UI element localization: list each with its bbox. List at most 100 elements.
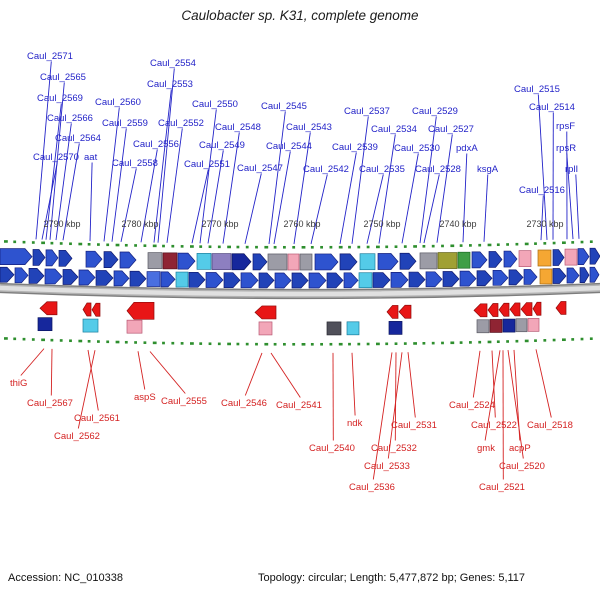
gene-label[interactable]: Caul_2529	[412, 106, 458, 117]
gene-glyph[interactable]	[82, 318, 99, 333]
gene-glyph[interactable]	[160, 271, 176, 288]
gene-glyph[interactable]	[459, 270, 477, 287]
gene-label[interactable]: Caul_2546	[221, 398, 267, 409]
gene-glyph[interactable]	[223, 272, 241, 289]
gene-glyph[interactable]	[539, 268, 553, 285]
gene-glyph[interactable]	[589, 266, 600, 283]
gene-label[interactable]: rpsR	[556, 143, 576, 154]
gene-glyph[interactable]	[339, 253, 358, 271]
gene-glyph[interactable]	[45, 249, 59, 267]
gene-glyph[interactable]	[358, 272, 373, 289]
gene-label[interactable]: thiG	[10, 378, 27, 389]
gene-label[interactable]: Caul_2528	[415, 164, 461, 175]
gene-glyph[interactable]	[471, 251, 488, 269]
gene-label[interactable]: ndk	[347, 418, 363, 429]
gene-glyph[interactable]	[457, 251, 471, 269]
gene-label[interactable]: Caul_2539	[332, 142, 378, 153]
gene-glyph[interactable]	[532, 301, 542, 316]
gene-glyph[interactable]	[437, 252, 458, 269]
gene-label[interactable]: Caul_2515	[514, 84, 560, 95]
gene-label[interactable]: Caul_2545	[261, 101, 307, 112]
gene-glyph[interactable]	[492, 269, 509, 286]
gene-glyph[interactable]	[487, 303, 499, 317]
gene-glyph[interactable]	[32, 249, 46, 266]
gene-label[interactable]: pdxA	[456, 143, 478, 154]
gene-glyph[interactable]	[103, 251, 119, 268]
gene-glyph[interactable]	[82, 302, 92, 317]
gene-glyph[interactable]	[14, 267, 29, 284]
gene-label[interactable]: rpsF	[556, 121, 575, 132]
gene-glyph[interactable]	[589, 247, 600, 265]
gene-glyph[interactable]	[515, 318, 528, 333]
gene-glyph[interactable]	[425, 271, 443, 288]
gene-glyph[interactable]	[518, 250, 532, 267]
gene-glyph[interactable]	[113, 270, 130, 287]
gene-glyph[interactable]	[527, 318, 540, 332]
gene-glyph[interactable]	[62, 269, 79, 285]
gene-label[interactable]: Caul_2566	[47, 113, 93, 124]
gene-glyph[interactable]	[58, 249, 73, 267]
gene-glyph[interactable]	[28, 268, 45, 284]
gene-label[interactable]: Caul_2530	[394, 143, 440, 154]
gene-label[interactable]: ksgA	[477, 164, 499, 175]
gene-glyph[interactable]	[91, 302, 101, 317]
gene-glyph[interactable]	[346, 321, 360, 336]
gene-glyph[interactable]	[555, 301, 567, 315]
gene-glyph[interactable]	[326, 321, 342, 336]
gene-glyph[interactable]	[579, 267, 590, 283]
gene-glyph[interactable]	[252, 253, 268, 271]
gene-glyph[interactable]	[498, 302, 510, 317]
gene-label[interactable]: Caul_2522	[471, 420, 517, 431]
gene-label[interactable]: Caul_2569	[37, 93, 83, 104]
gene-glyph[interactable]	[177, 252, 196, 270]
gene-glyph[interactable]	[129, 270, 147, 287]
gene-label[interactable]: Caul_2550	[192, 99, 238, 110]
gene-label[interactable]: Caul_2540	[309, 443, 355, 454]
gene-glyph[interactable]	[399, 252, 417, 270]
gene-glyph[interactable]	[388, 321, 403, 335]
gene-glyph[interactable]	[372, 272, 391, 288]
gene-glyph[interactable]	[552, 249, 565, 266]
gene-label[interactable]: Caul_2547	[237, 163, 283, 174]
gene-glyph[interactable]	[314, 253, 339, 271]
gene-label[interactable]: Caul_2532	[371, 443, 417, 454]
gene-glyph[interactable]	[188, 271, 206, 288]
gene-label[interactable]: Caul_2535	[359, 164, 405, 175]
gene-label[interactable]: Caul_2527	[428, 124, 474, 135]
gene-label[interactable]: Caul_2559	[102, 118, 148, 129]
gene-glyph[interactable]	[343, 272, 359, 289]
gene-label[interactable]: Caul_2555	[161, 396, 207, 407]
gene-glyph[interactable]	[162, 252, 178, 270]
gene-label[interactable]: Caul_2556	[133, 139, 179, 150]
gene-label[interactable]: aspS	[134, 392, 156, 403]
gene-label[interactable]: Caul_2514	[529, 102, 575, 113]
gene-glyph[interactable]	[196, 253, 212, 270]
gene-glyph[interactable]	[299, 253, 313, 271]
gene-label[interactable]: gmk	[477, 443, 495, 454]
gene-glyph[interactable]	[502, 318, 516, 333]
gene-label[interactable]: Caul_2570	[33, 152, 79, 163]
gene-label[interactable]: Caul_2543	[286, 122, 332, 133]
gene-label[interactable]: Caul_2554	[150, 58, 196, 69]
gene-glyph[interactable]	[377, 253, 399, 270]
gene-glyph[interactable]	[254, 305, 277, 320]
gene-glyph[interactable]	[231, 253, 252, 271]
gene-glyph[interactable]	[287, 253, 300, 271]
gene-label[interactable]: Caul_2552	[158, 118, 204, 129]
gene-glyph[interactable]	[95, 270, 114, 286]
gene-glyph[interactable]	[44, 268, 63, 285]
gene-glyph[interactable]	[577, 248, 590, 265]
gene-label[interactable]: Caul_2544	[266, 141, 312, 152]
gene-label[interactable]: Caul_2531	[391, 420, 437, 431]
gene-label[interactable]: Caul_2553	[147, 79, 193, 90]
gene-glyph[interactable]	[126, 319, 143, 334]
gene-glyph[interactable]	[308, 272, 327, 289]
gene-label[interactable]: Caul_2562	[54, 431, 100, 442]
gene-glyph[interactable]	[508, 269, 524, 286]
gene-label[interactable]: Caul_2551	[184, 159, 230, 170]
gene-label[interactable]: Caul_2567	[27, 398, 73, 409]
gene-label[interactable]: Caul_2520	[499, 461, 545, 472]
gene-glyph[interactable]	[398, 304, 412, 319]
gene-glyph[interactable]	[119, 251, 137, 269]
gene-glyph[interactable]	[146, 271, 161, 287]
